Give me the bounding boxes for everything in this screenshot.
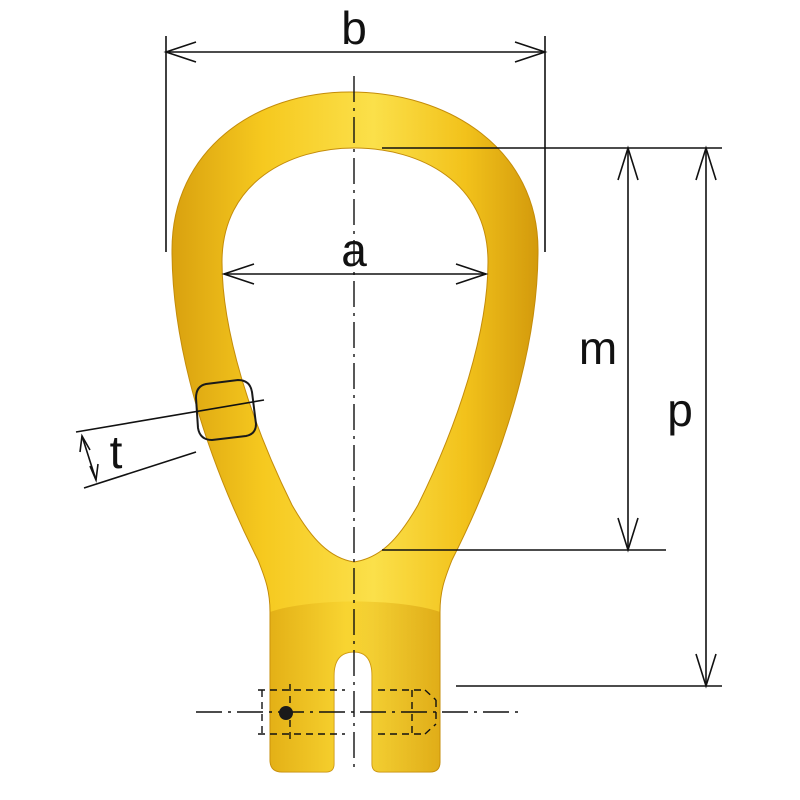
link-body <box>171 91 539 773</box>
dimension-p: p <box>456 145 722 689</box>
dimension-p-label: p <box>667 384 693 436</box>
dimension-b-label: b <box>341 2 367 54</box>
dimension-a: a <box>221 224 489 285</box>
dimension-t: t <box>75 399 265 489</box>
dimension-a-label: a <box>341 224 367 276</box>
cross-section-outline <box>194 378 258 442</box>
dimension-t-label: t <box>110 426 123 478</box>
dimension-m: m <box>382 145 722 553</box>
pin-head <box>279 706 293 720</box>
dimension-b: b <box>163 2 548 252</box>
clevis-face <box>270 601 440 772</box>
dimension-m-label: m <box>579 322 617 374</box>
